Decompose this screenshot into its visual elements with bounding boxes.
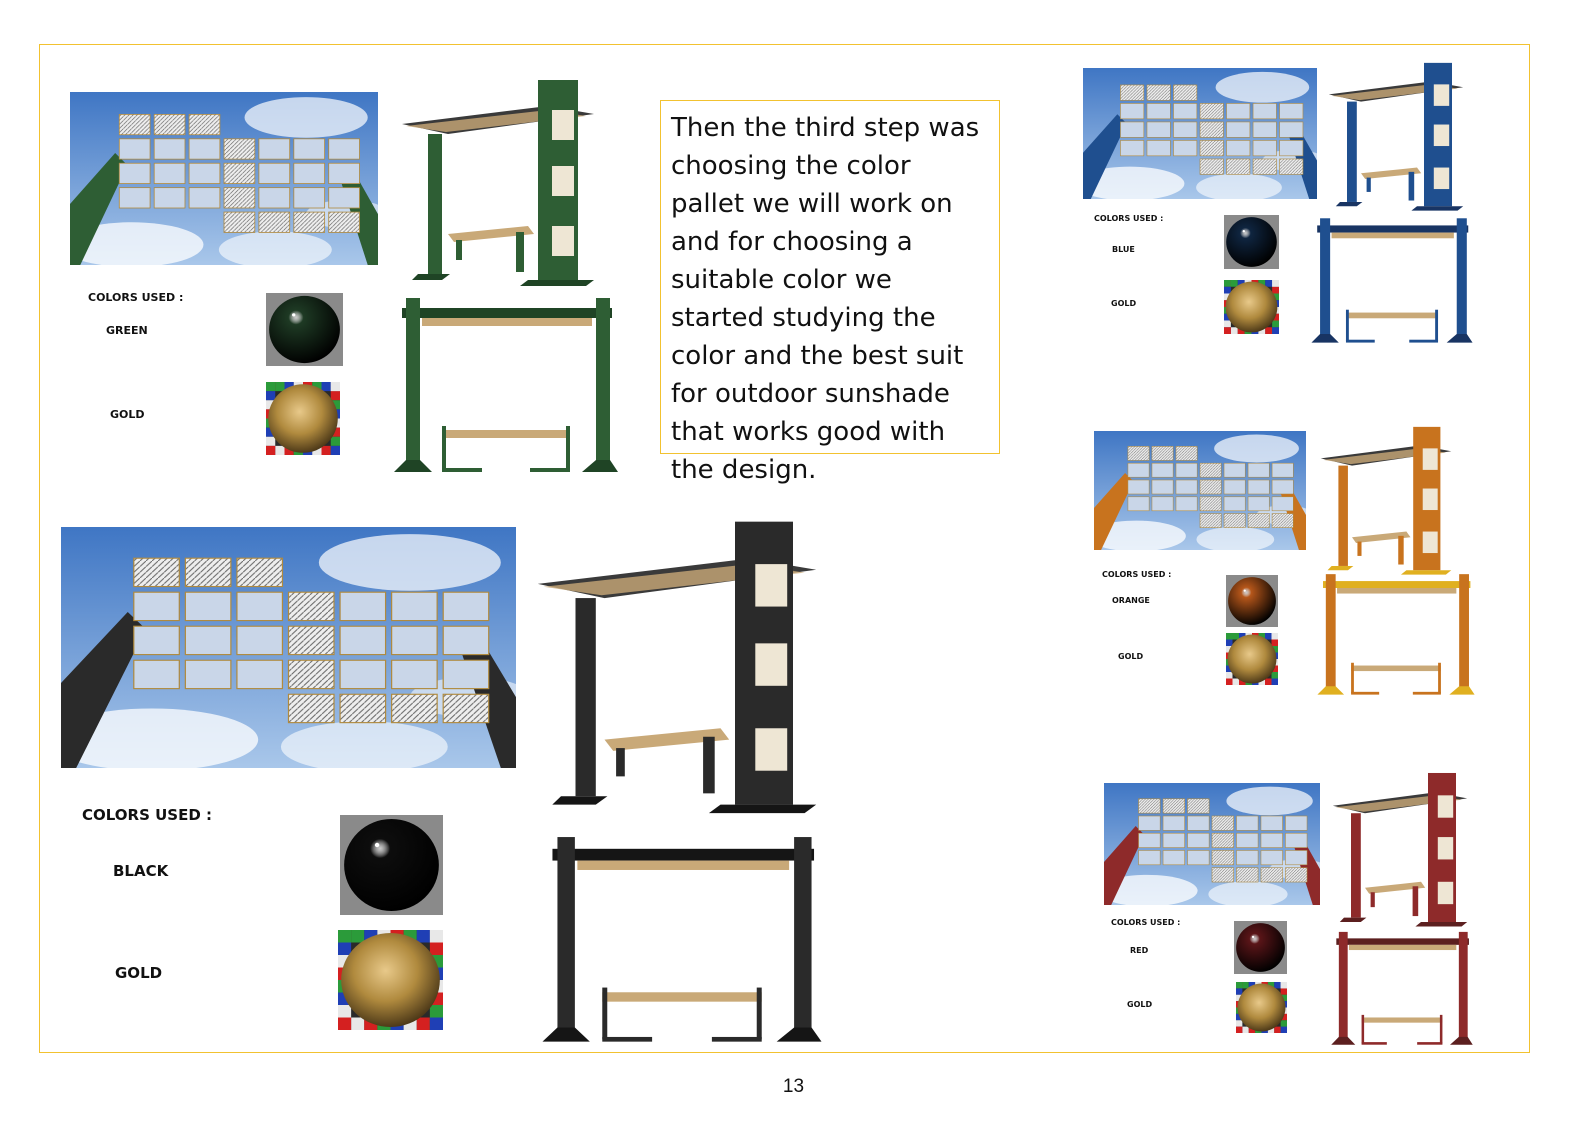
shelter-render-perspective-red	[1330, 770, 1470, 928]
gold-material-swatch	[1224, 280, 1279, 334]
black-material-swatch	[340, 815, 443, 915]
gold-color-name: GOLD	[1118, 652, 1144, 661]
shelter-front-svg	[542, 837, 822, 1042]
colors-used-label: COLORS USED :	[82, 806, 213, 824]
orange-material-swatch	[1226, 575, 1278, 627]
shelter-perspective-svg	[1320, 426, 1452, 575]
green-material-swatch	[266, 293, 343, 366]
shelter-front-svg	[394, 298, 618, 472]
sky-render-blue	[1083, 68, 1317, 199]
gold-sphere-svg	[1226, 633, 1278, 685]
material-sphere-svg	[340, 815, 443, 915]
sky-render-orange	[1094, 431, 1306, 550]
shelter-front-svg	[1317, 574, 1475, 695]
page-number: 13	[782, 1076, 805, 1097]
material-sphere-svg	[1226, 575, 1278, 627]
colors-used-label: COLORS USED :	[88, 291, 184, 304]
gold-sphere-svg	[1236, 982, 1287, 1033]
gold-material-swatch	[338, 930, 443, 1030]
colors-used-label: COLORS USED :	[1094, 214, 1164, 223]
blue-material-swatch	[1224, 215, 1279, 269]
shelter-perspective-svg	[537, 521, 817, 814]
primary-color-name: BLACK	[113, 862, 169, 880]
colors-used-label: COLORS USED :	[1102, 570, 1172, 579]
shelter-front-svg	[1331, 931, 1473, 1045]
shelter-perspective-svg	[1328, 62, 1464, 211]
red-material-swatch	[1234, 921, 1287, 974]
gold-color-name: GOLD	[1111, 299, 1137, 308]
shelter-perspective-svg	[402, 80, 594, 286]
shelter-render-perspective-black	[532, 516, 822, 816]
shelter-render-front-red	[1330, 928, 1474, 1046]
sky-render-svg	[70, 92, 378, 265]
sky-render-svg	[1094, 431, 1306, 550]
gold-sphere-svg	[266, 382, 340, 455]
sky-render-svg	[1083, 68, 1317, 199]
material-sphere-svg	[1234, 921, 1287, 974]
gold-material-swatch	[266, 382, 340, 455]
gold-sphere-svg	[338, 930, 443, 1030]
sky-render-black	[61, 527, 516, 768]
primary-color-name: GREEN	[106, 324, 148, 337]
gold-sphere-svg	[1224, 280, 1279, 334]
description-text: Then the third step was choosing the col…	[671, 113, 980, 485]
primary-color-name: RED	[1130, 946, 1149, 955]
primary-color-name: ORANGE	[1112, 596, 1150, 605]
primary-color-name: BLUE	[1112, 245, 1135, 254]
shelter-perspective-svg	[1332, 772, 1468, 927]
material-sphere-svg	[266, 293, 343, 366]
shelter-render-front-green	[392, 292, 620, 474]
sky-render-red	[1104, 783, 1320, 905]
shelter-render-perspective-blue	[1326, 60, 1466, 212]
shelter-front-svg	[1311, 218, 1473, 343]
shelter-render-perspective-green	[398, 76, 598, 288]
material-sphere-svg	[1224, 215, 1279, 269]
shelter-render-front-blue	[1310, 214, 1474, 344]
gold-color-name: GOLD	[110, 408, 145, 421]
sky-render-svg	[61, 527, 516, 768]
description-text-box: Then the third step was choosing the col…	[660, 100, 1000, 485]
gold-material-swatch	[1226, 633, 1278, 685]
page-frame	[39, 44, 1530, 1053]
sky-render-green	[70, 92, 378, 265]
sky-render-svg	[1104, 783, 1320, 905]
gold-color-name: GOLD	[1127, 1000, 1153, 1009]
gold-color-name: GOLD	[115, 964, 163, 982]
shelter-render-perspective-orange	[1318, 424, 1454, 576]
shelter-render-front-orange	[1316, 570, 1476, 696]
colors-used-label: COLORS USED :	[1111, 918, 1181, 927]
shelter-render-front-black	[540, 830, 824, 1044]
gold-material-swatch	[1236, 982, 1287, 1033]
